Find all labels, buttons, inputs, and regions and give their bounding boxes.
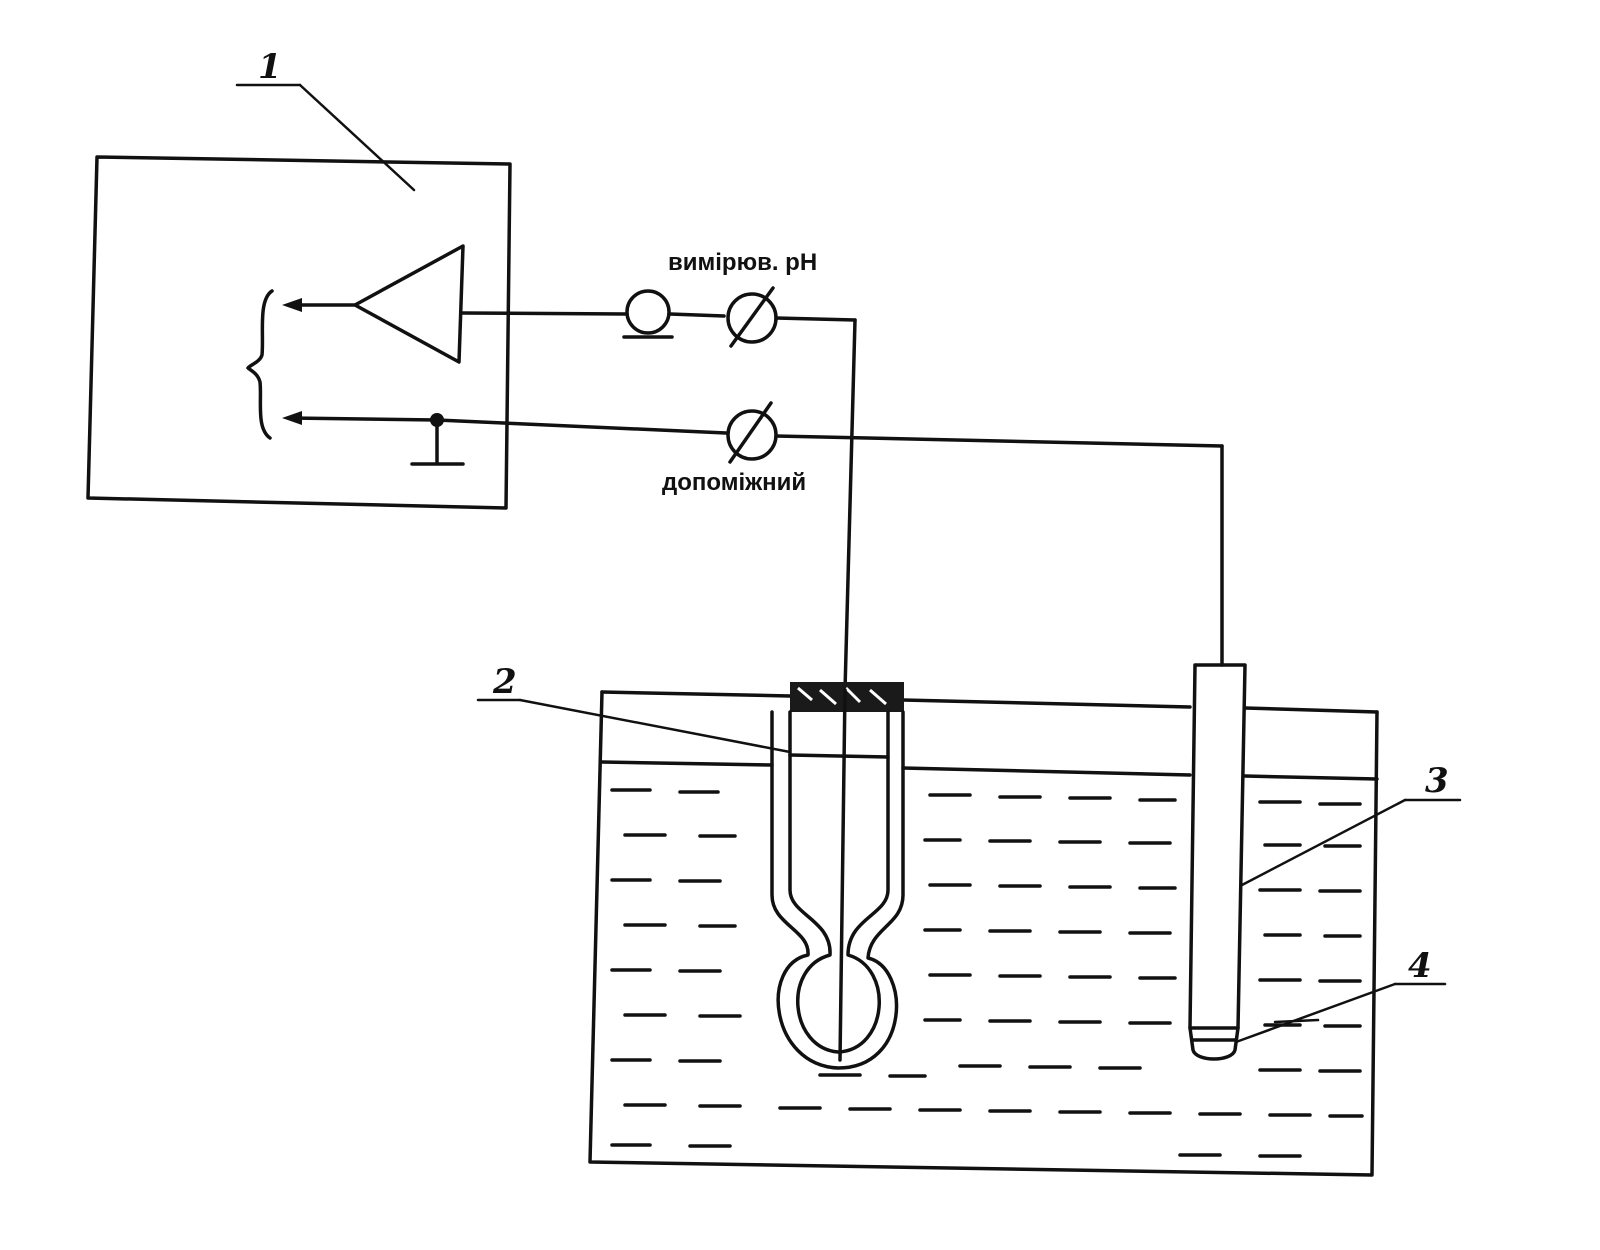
measuring-terminal-label: вимірюв. pH [668,249,817,276]
electrolyte-level [788,753,890,759]
label-number-4: 4 [1408,946,1432,986]
beaker-walls [588,690,1379,1177]
label-number-3: 3 [1425,761,1449,801]
meter-box [86,155,512,510]
reference-electrode-body [1188,663,1247,1030]
liquid-surface [600,760,774,767]
label-number-1: 1 [258,47,282,87]
amplifier-triangle-icon [353,244,465,364]
auxiliary-wire [435,401,1224,667]
auxiliary-terminal-label: допоміжний [662,469,806,496]
arrow-left-icon [282,411,302,425]
brace-icon [246,289,274,440]
coax-connector-icon [625,289,671,335]
beaker [588,690,1379,1177]
electrode-inner-wall [788,710,890,1054]
reference-electrode-tip [1188,1026,1240,1061]
electrode-wire [838,688,847,1062]
output-line-bottom [288,416,439,422]
label-number-2: 2 [492,662,517,702]
meter-unit [86,155,512,510]
leader-2 [518,698,792,754]
measuring-wire [461,286,857,692]
glass-electrode [770,682,905,1070]
leader-4 [1234,982,1397,1044]
arrow-left-icon [282,298,302,312]
electrode-outer-wall [770,710,905,1070]
liquid-fill [610,788,1364,1158]
leader-3 [1240,798,1407,887]
reference-electrode [1188,663,1247,1061]
leader-1 [298,83,416,192]
